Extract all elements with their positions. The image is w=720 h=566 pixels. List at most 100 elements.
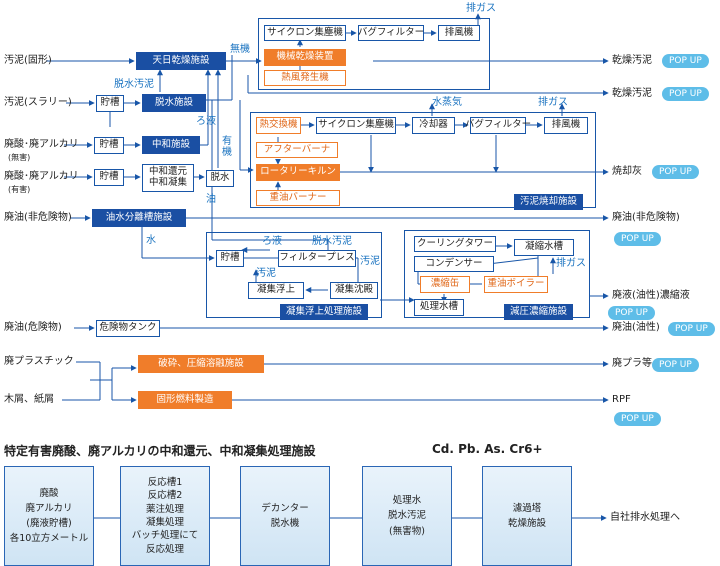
output-oil-oily: 廃油(油性) bbox=[612, 322, 660, 333]
flotation-title: 凝集浮上処理施設 bbox=[280, 304, 369, 320]
input-plastic: 廃プラスチック bbox=[4, 356, 74, 367]
bottom-box-reactors: 反応槽1 反応槽2 薬注処理 凝集処理 バッチ処理にて 反応処理 bbox=[120, 466, 210, 566]
dewater-box[interactable]: 脱水 bbox=[206, 170, 234, 187]
output-dried-sludge-1: 乾燥汚泥 bbox=[612, 55, 652, 66]
coag-settle-box[interactable]: 凝集沈殿 bbox=[330, 282, 378, 299]
popup-oily-conc[interactable]: POP UP bbox=[608, 306, 655, 320]
float-coag-box[interactable]: 凝集浮上 bbox=[248, 282, 304, 299]
output-oily-conc: 廃液(油性)濃縮液 bbox=[612, 290, 690, 301]
afterburner-box[interactable]: アフターバーナ bbox=[256, 142, 338, 158]
bottom-box2-line2: 反応槽2 bbox=[147, 490, 183, 502]
reduce-coag-box[interactable]: 中和還元 中和凝集 bbox=[142, 164, 194, 192]
bottom-box4-line1: 処理水 bbox=[392, 495, 422, 507]
bottom-box-filter: 濾過塔 乾燥施設 bbox=[482, 466, 572, 566]
bottom-box1-line2: 廃アルカリ bbox=[25, 502, 73, 514]
popup-plastic[interactable]: POP UP bbox=[652, 358, 699, 372]
exhaust-gas-mid-label: 排ガス bbox=[538, 97, 568, 108]
bottom-box4-line3: (無害物) bbox=[389, 525, 425, 537]
input-wood-paper: 木屑、紙屑 bbox=[4, 394, 54, 405]
condenser-box[interactable]: コンデンサー bbox=[414, 256, 494, 272]
condensate-tank-box[interactable]: 凝縮水槽 bbox=[514, 239, 574, 256]
drying-region bbox=[258, 18, 490, 90]
storage-flotation[interactable]: 貯槽 bbox=[216, 250, 244, 267]
bottom-box1-line1: 廃酸 bbox=[39, 487, 59, 499]
popup-dried-sludge-2[interactable]: POP UP bbox=[662, 87, 709, 101]
popup-oil-nonhaz[interactable]: POP UP bbox=[614, 232, 661, 246]
bottom-box5-line1: 濾過塔 bbox=[512, 502, 542, 514]
exhaust-mid-box[interactable]: 排風機 bbox=[544, 117, 588, 134]
sun-dry-box[interactable]: 天日乾燥施設 bbox=[136, 52, 226, 70]
concentrator-box[interactable]: 濃縮缶 bbox=[420, 276, 470, 293]
inorganic-label: 無機 bbox=[230, 44, 250, 55]
exhaust-gas-top-label: 排ガス bbox=[466, 3, 496, 14]
bottom-box3-line2: 脱水機 bbox=[270, 518, 300, 529]
haz-tank-box[interactable]: 危険物タンク bbox=[96, 320, 160, 337]
reduce-line1: 中和還元 bbox=[148, 166, 187, 178]
bottom-final: 自社排水処理へ bbox=[610, 512, 680, 523]
input-oil-haz: 廃油(危険物) bbox=[4, 322, 62, 333]
bottom-box5-line2: 乾燥施設 bbox=[507, 518, 546, 529]
input-oil-nonhaz: 廃油(非危険物) bbox=[4, 212, 72, 223]
dewater-facility-box[interactable]: 脱水施設 bbox=[142, 94, 206, 112]
bagfilter-mid-box[interactable]: バグフィルター bbox=[465, 117, 531, 134]
cyclone-top-box[interactable]: サイクロン集塵機 bbox=[264, 25, 346, 41]
output-oil-nonhaz: 廃油(非危険物) bbox=[612, 212, 680, 223]
input-acid-haz: 廃酸･廃アルカリ bbox=[4, 171, 79, 182]
popup-ash[interactable]: POP UP bbox=[652, 165, 699, 179]
treated-tank-box[interactable]: 処理水槽 bbox=[414, 299, 464, 316]
bottom-box-decanter: デカンター 脱水機 bbox=[240, 466, 330, 566]
dewatered-sludge-label: 脱水汚泥 bbox=[114, 79, 154, 90]
bottom-box-tanks: 廃酸 廃アルカリ (廃液貯槽) 各10立方メートル bbox=[4, 466, 94, 566]
input-nonhaz-note: (無害) bbox=[8, 153, 31, 162]
bottom-box3-line1: デカンター bbox=[261, 502, 309, 514]
bottom-box2-line6: 反応処理 bbox=[145, 543, 184, 555]
output-dried-sludge-2: 乾燥汚泥 bbox=[612, 88, 652, 99]
popup-oil-oily[interactable]: POP UP bbox=[668, 322, 715, 336]
heat-exchanger-box[interactable]: 熱交換機 bbox=[256, 117, 301, 134]
bottom-box4-line2: 脱水汚泥 bbox=[387, 510, 426, 522]
water-label: 水 bbox=[146, 235, 156, 246]
crush-melt-box[interactable]: 破砕、圧縮溶融施設 bbox=[138, 355, 264, 373]
storage-nonhaz[interactable]: 貯槽 bbox=[94, 137, 124, 154]
output-ash: 焼却灰 bbox=[612, 166, 642, 177]
cyclone-mid-box[interactable]: サイクロン集塵機 bbox=[316, 117, 396, 134]
exhaust-top-box[interactable]: 排風機 bbox=[438, 25, 480, 41]
bottom-box2-line3: 薬注処理 bbox=[145, 503, 184, 515]
mech-dryer-box[interactable]: 機械乾燥装置 bbox=[264, 49, 346, 66]
bagfilter-top-box[interactable]: バグフィルター bbox=[358, 25, 424, 41]
oil-boiler-box[interactable]: 重油ボイラー bbox=[484, 276, 548, 293]
sludge-a-label: 汚泥 bbox=[256, 268, 276, 279]
neutralize-box[interactable]: 中和施設 bbox=[142, 136, 200, 154]
popup-dried-sludge-1[interactable]: POP UP bbox=[662, 54, 709, 68]
filter-press-box[interactable]: フィルタープレス bbox=[278, 250, 356, 267]
storage-haz[interactable]: 貯槽 bbox=[94, 169, 124, 186]
popup-rpf[interactable]: POP UP bbox=[614, 412, 661, 426]
bottom-box1-line4: 各10立方メートル bbox=[9, 533, 89, 545]
bottom-box2-line1: 反応槽1 bbox=[147, 477, 183, 489]
oil-separator-box[interactable]: 油水分離槽施設 bbox=[92, 209, 186, 227]
input-acid-nonhaz: 廃酸･廃アルカリ bbox=[4, 139, 79, 150]
solid-fuel-box[interactable]: 固形燃料製造 bbox=[138, 391, 232, 409]
cooling-tower-box[interactable]: クーリングタワー bbox=[414, 236, 496, 252]
heavy-oil-burner-box[interactable]: 重油バーナー bbox=[256, 190, 340, 206]
exhaust-gas-low-label: 排ガス bbox=[556, 258, 586, 269]
sludge-b-label: 汚泥 bbox=[360, 256, 380, 267]
hot-air-box[interactable]: 熱風発生機 bbox=[264, 70, 346, 86]
input-sludge-solid: 汚泥(固形) bbox=[4, 55, 52, 66]
output-plastic: 廃プラ等 bbox=[612, 358, 652, 369]
vacuum-region bbox=[404, 230, 590, 318]
bottom-box-treated: 処理水 脱水汚泥 (無害物) bbox=[362, 466, 452, 566]
oil-label: 油 bbox=[206, 194, 216, 205]
storage-slurry[interactable]: 貯槽 bbox=[96, 95, 124, 112]
dewatered-sludge2-label: 脱水汚泥 bbox=[312, 236, 352, 247]
bottom-box1-line3: (廃液貯槽) bbox=[26, 518, 72, 529]
output-rpf: RPF bbox=[612, 394, 631, 405]
cooler-box[interactable]: 冷却器 bbox=[412, 117, 455, 134]
reduce-line2: 中和凝集 bbox=[148, 177, 187, 188]
incinerator-region bbox=[250, 112, 596, 208]
input-sludge-slurry: 汚泥(スラリー) bbox=[4, 97, 72, 108]
bottom-metals: Cd. Pb. As. Cr6+ bbox=[432, 442, 543, 456]
incinerator-title: 汚泥焼却施設 bbox=[514, 194, 584, 210]
rotary-kiln-box[interactable]: ロータリーキルン bbox=[256, 164, 340, 181]
